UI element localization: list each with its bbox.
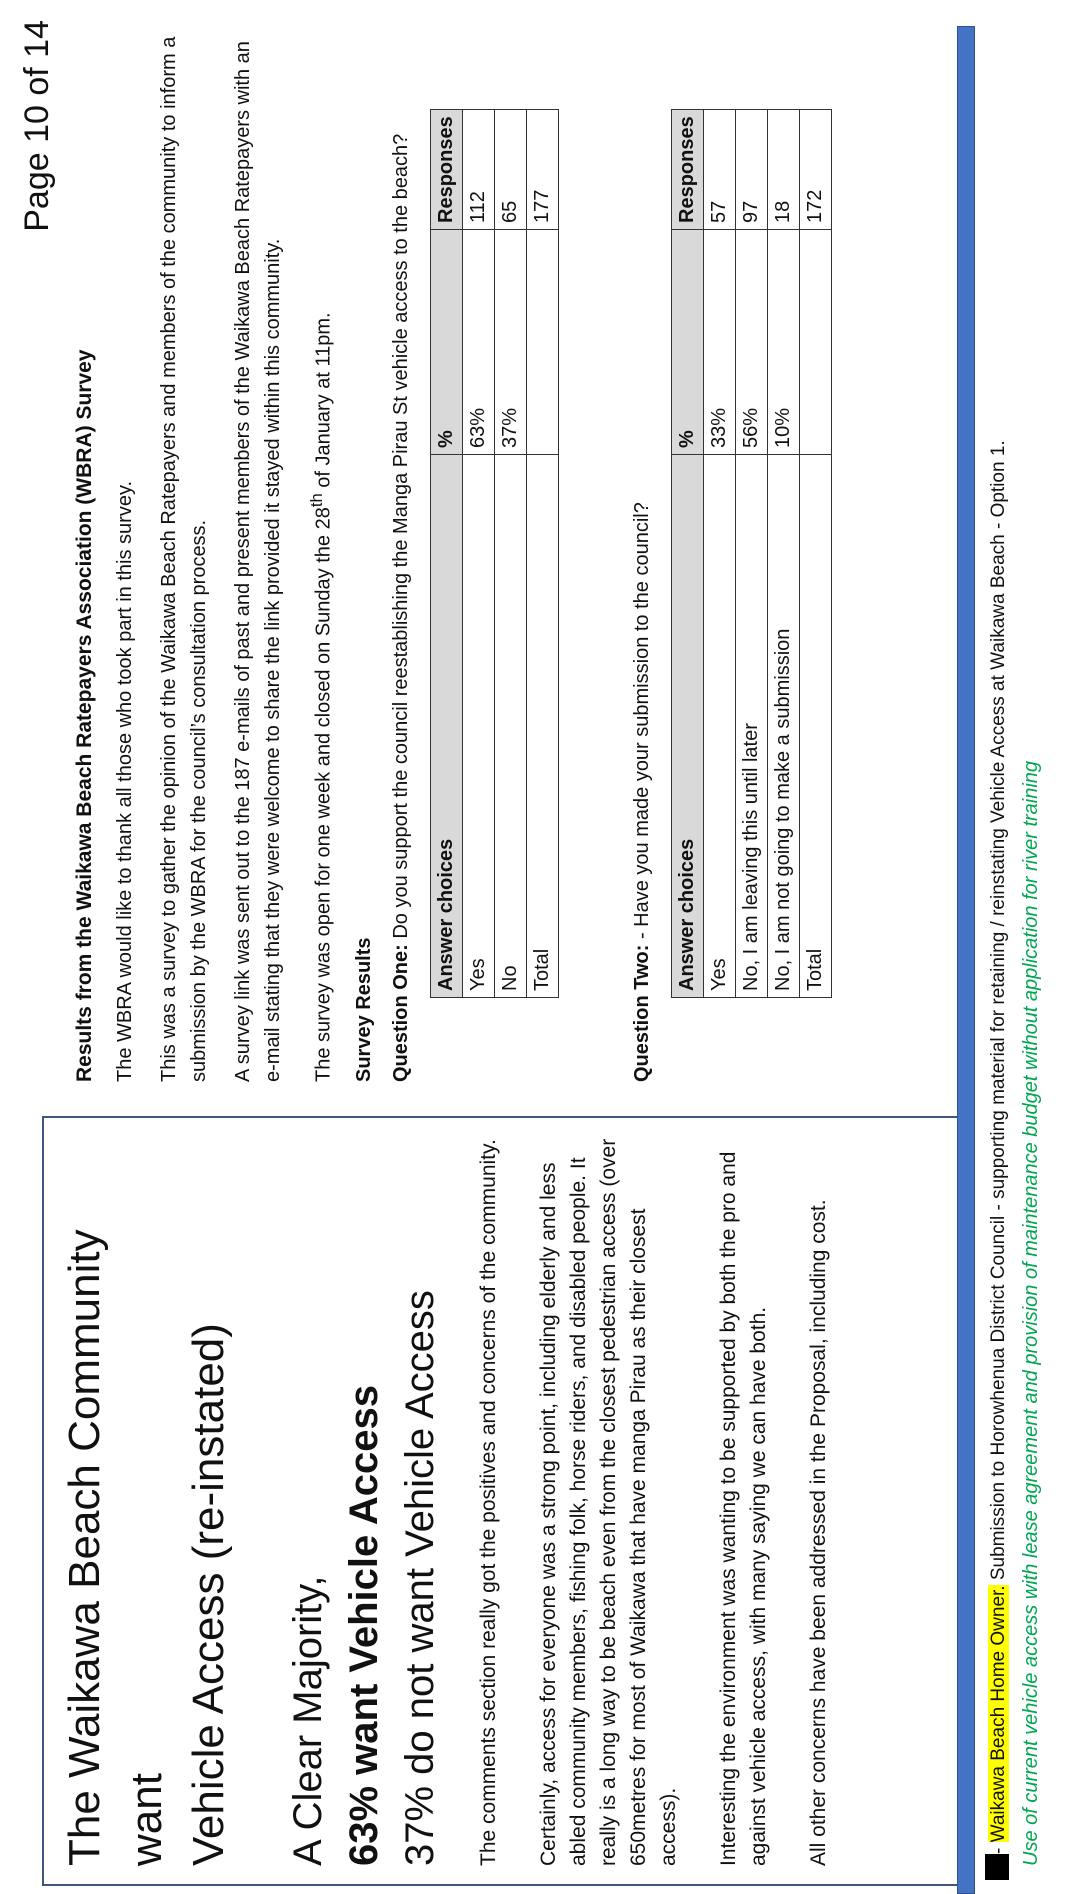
summary-heading-line2: Vehicle Access (re-instated) (184, 1323, 233, 1866)
summary-heading-line1: The Waikawa Beach Community want (60, 1229, 171, 1866)
owner-highlight: Waikawa Beach Home Owner. (988, 1585, 1009, 1843)
footer-note: Use of current vehicle access with lease… (1020, 760, 1042, 1866)
question-one: Question One: Do you support the council… (389, 133, 412, 1082)
table-row: No 37% 65 (494, 109, 527, 998)
survey-dates-paragraph: The survey was open for one week and clo… (307, 312, 335, 1082)
concerns-paragraph: All other concerns have been addressed i… (807, 1199, 830, 1866)
survey-results-heading: Survey Results (352, 937, 375, 1082)
table-header-row: Answer choices % Responses (671, 109, 704, 998)
comments-paragraph: The comments section really got the posi… (477, 1139, 500, 1866)
majority-label: A Clear Majority, (286, 1575, 330, 1866)
environment-paragraph: Interesting the environment was wanting … (717, 1151, 770, 1866)
table-row: Total 172 (799, 109, 832, 998)
table-row: Total 177 (526, 109, 559, 998)
question-one-table: Answer choices % Responses Yes 63% 112 N… (430, 109, 559, 998)
access-paragraph: Certainly, access for everyone was a str… (537, 1138, 680, 1866)
table-row: Yes 63% 112 (462, 109, 495, 998)
table-row: Yes 33% 57 (703, 109, 736, 998)
question-two: Question Two: - Have you made your submi… (630, 502, 653, 1082)
survey-title: Results from the Waikawa Beach Ratepayer… (73, 349, 96, 1083)
table-row: No, I am leaving this until later 56% 97 (735, 109, 768, 998)
thanks-paragraph: The WBRA would like to thank all those w… (114, 480, 136, 1082)
table-row: No, I am not going to make a submission … (767, 109, 800, 998)
summary-box: The Waikawa Beach Community want Vehicle… (42, 1116, 967, 1886)
no-stat: 37% do not want Vehicle Access (398, 1290, 442, 1866)
yes-stat: 63% want Vehicle Access (342, 1384, 386, 1866)
page-number: Page 10 of 14 (18, 20, 56, 232)
purpose-paragraph: This was a survey to gather the opinion … (158, 36, 210, 1082)
redaction-block (985, 1854, 1009, 1880)
survey-results-column: Results from the Waikawa Beach Ratepayer… (70, 22, 832, 1082)
question-two-table: Answer choices % Responses Yes 33% 57 No… (671, 109, 832, 998)
survey-link-paragraph: A survey link was sent out to the 187 e-… (232, 41, 284, 1082)
footer-band (957, 26, 975, 1894)
footer-line: - Waikawa Beach Home Owner. Submission t… (985, 440, 1010, 1880)
table-header-row: Answer choices % Responses (430, 109, 463, 998)
